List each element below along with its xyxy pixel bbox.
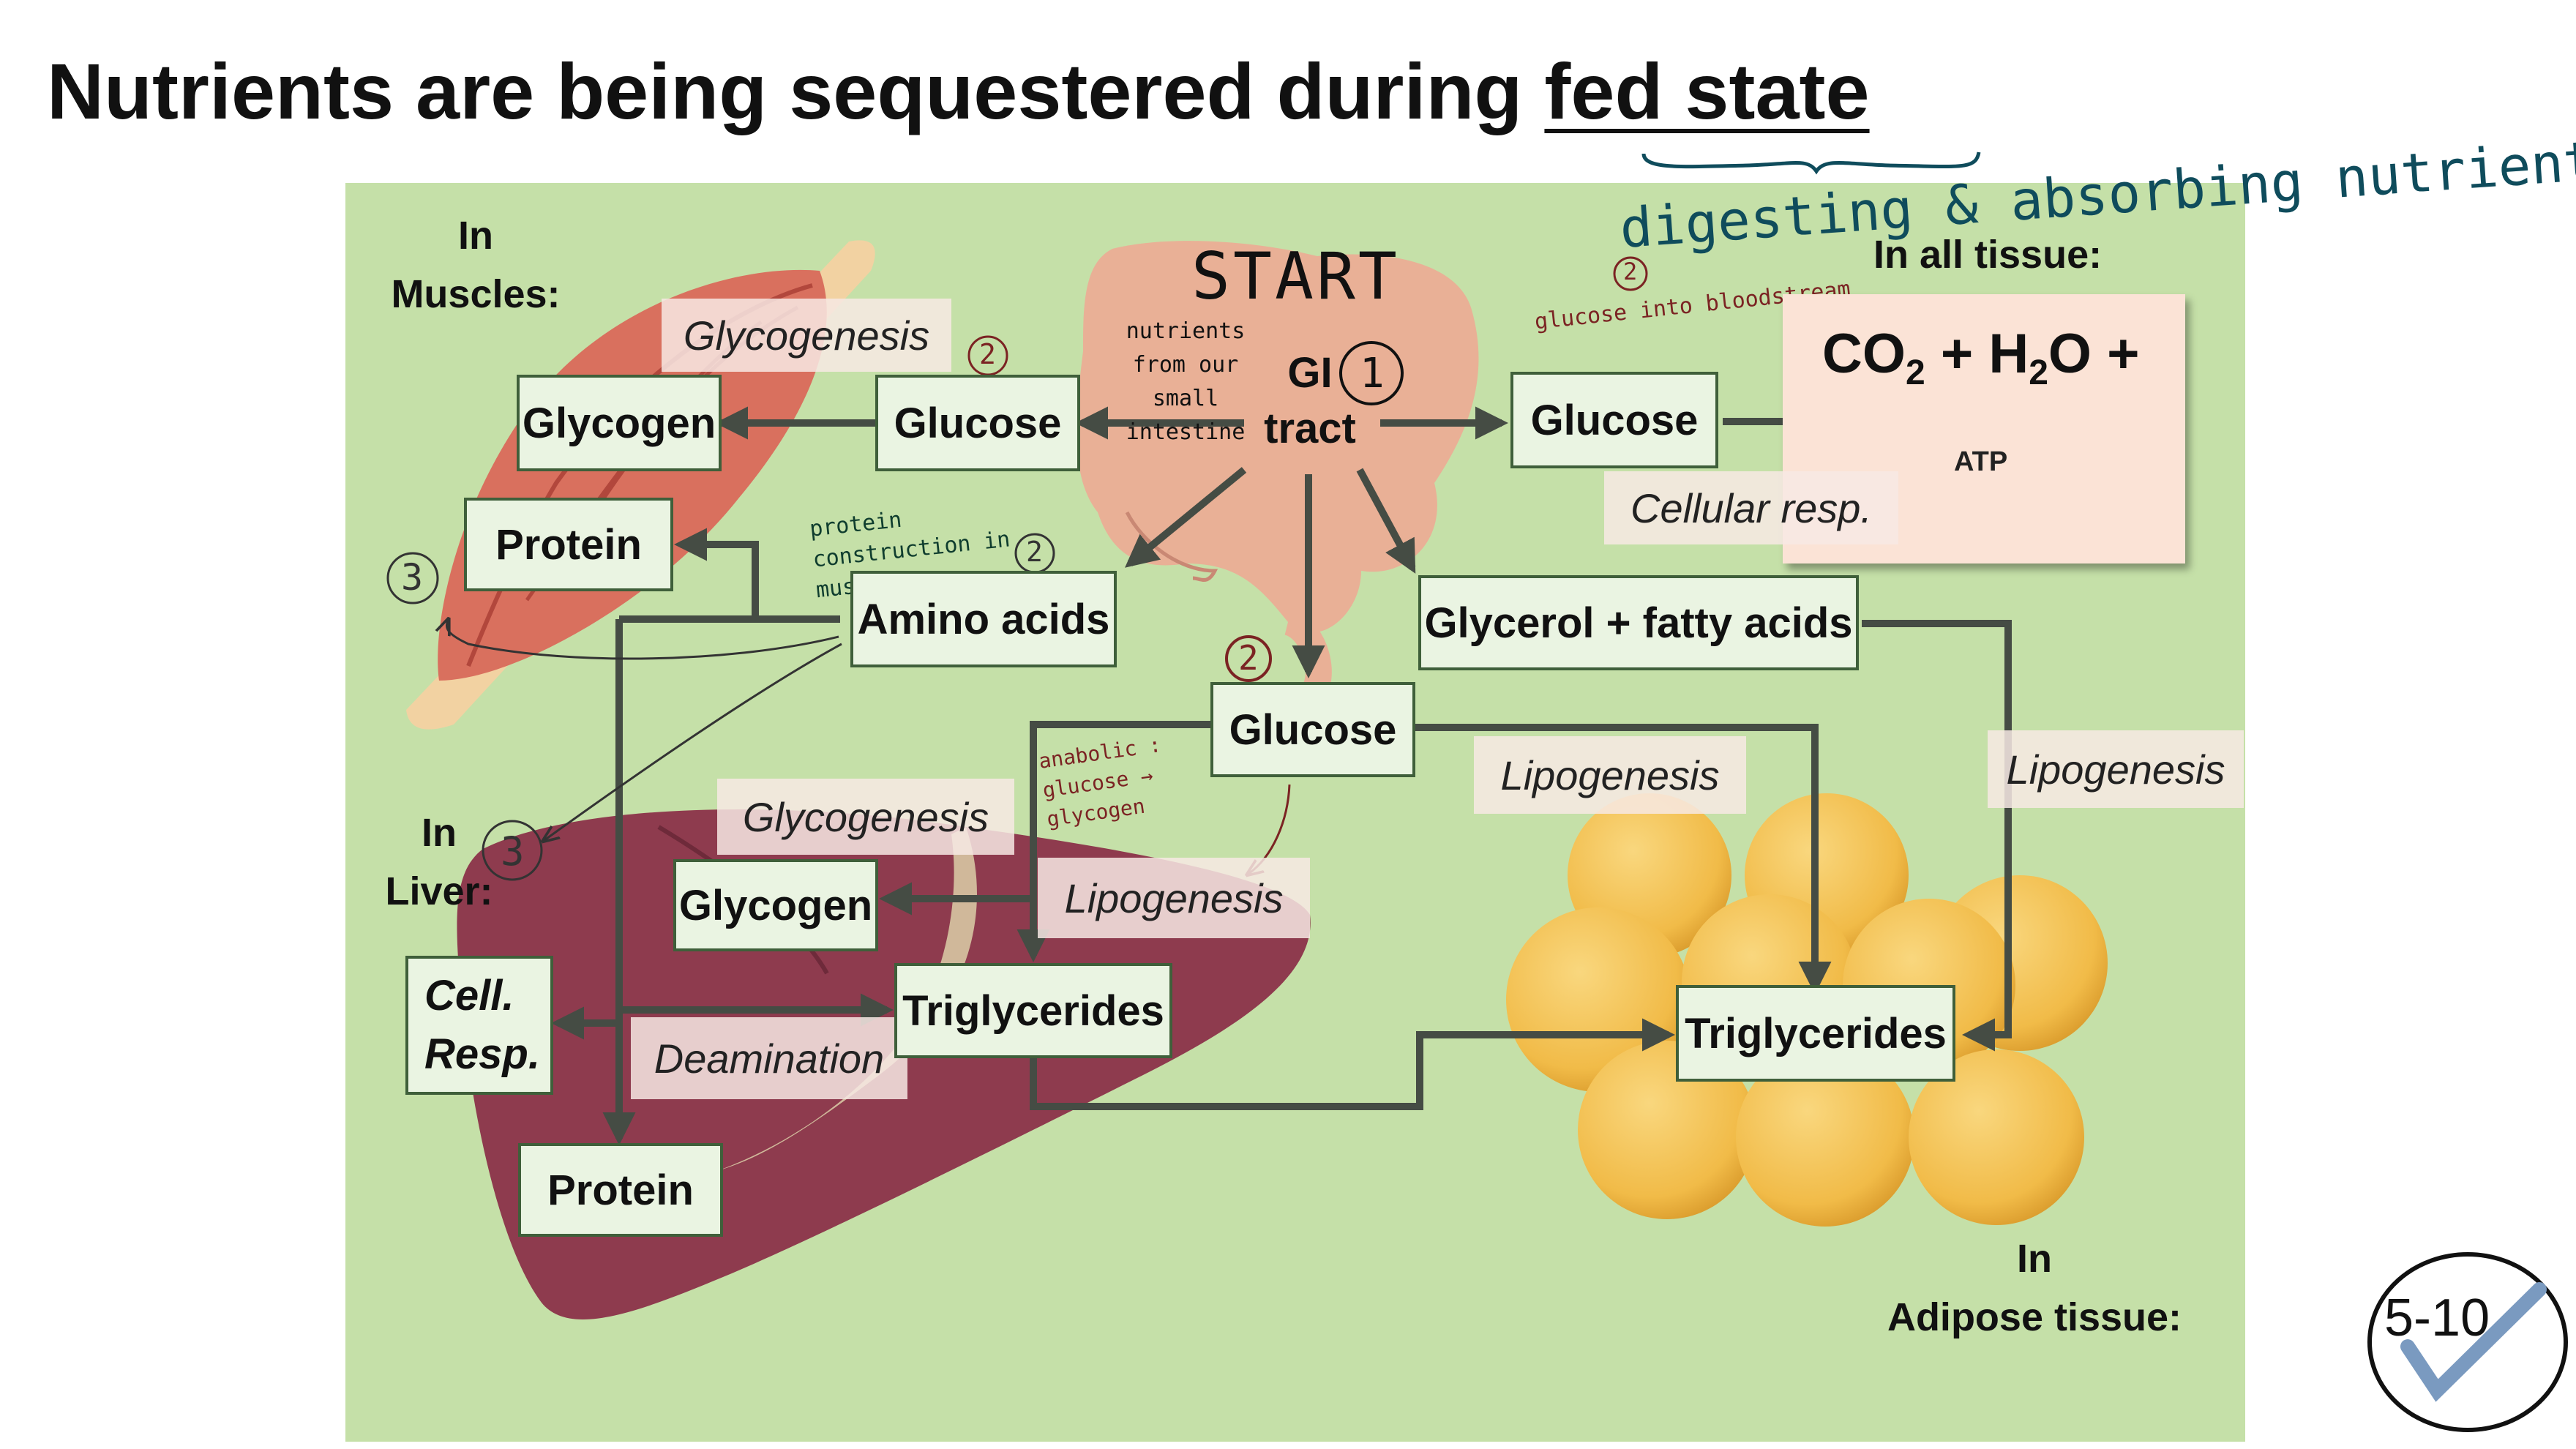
arrow-glucose-liver-to-triglycerides-liver (1016, 721, 1210, 962)
step2-amino: 2 (1026, 536, 1043, 568)
hand-arrow-to-muscle (446, 621, 839, 660)
process-deamination: Deamination (631, 1017, 907, 1099)
step2-glucose: 2 (1238, 638, 1259, 678)
page-title: Nutrients are being sequestered during f… (47, 45, 1870, 137)
step3-muscle: 3 (401, 556, 424, 599)
step3-liver: 3 (501, 828, 525, 875)
hand-arrows (386, 151, 1981, 989)
arrow-triglycerides-liver-to-adipose (1030, 1018, 1675, 1110)
arrow-gi-to-glycerol (1356, 468, 1416, 574)
node-protein-muscle: Protein (464, 498, 673, 591)
step2-bloodstream: 2 (1623, 258, 1638, 285)
node-cell-resp: Cell.Resp. (405, 956, 553, 1095)
process-lipogenesis-liver: Lipogenesis (1038, 858, 1310, 938)
node-protein-liver: Protein (518, 1143, 723, 1237)
step2-muscle: 2 (979, 338, 996, 370)
node-glycogen-muscle: Glycogen (517, 375, 722, 471)
progress-badge (2367, 1252, 2568, 1432)
node-amino-acids: Amino acids (850, 571, 1117, 667)
step1-circle (1339, 341, 1404, 405)
start-label: START (1191, 239, 1400, 314)
process-lipogenesis-center: Lipogenesis (1474, 736, 1746, 814)
respiration-equation: CO2 + H2O + (1822, 323, 2140, 393)
process-cellular-resp: Cellular resp. (1604, 471, 1898, 544)
arrow-glycerol-to-triglycerides-adipose (1862, 620, 2012, 1052)
node-glycerol-fatty-acids: Glycerol + fatty acids (1418, 575, 1859, 670)
hand-arrow-to-liver (544, 643, 842, 840)
badge-label: 5-10 (2384, 1289, 2490, 1347)
atp-label: ATP (1954, 446, 2008, 477)
arrow-gi-to-amino (1125, 467, 1247, 568)
process-glycogenesis-muscle: Glycogenesis (662, 299, 951, 372)
step1-label: 1 (1360, 350, 1385, 397)
node-glucose-muscle: Glucose (875, 375, 1080, 471)
node-glucose-tissue: Glucose (1510, 372, 1718, 468)
nutrients-note: nutrients from our small intestine (1126, 318, 1246, 445)
section-all-tissue: In all tissue: (1873, 233, 2103, 277)
step3-circle-muscle (386, 552, 439, 604)
step2-circle-bloodstream (1613, 256, 1648, 291)
process-lipogenesis-right: Lipogenesis (1988, 730, 2244, 808)
process-glycogenesis-liver: Glycogenesis (717, 779, 1014, 855)
title-underlined: fed state (1544, 47, 1870, 135)
node-triglycerides-adipose: Triglycerides (1676, 985, 1955, 1082)
step3-circle-liver (482, 820, 543, 881)
fed-state-brace (1641, 151, 1981, 175)
step2-circle-glucose (1225, 635, 1272, 682)
arrow-glucose-liver-to-triglycerides-adipose (1415, 724, 1832, 995)
node-triglycerides-liver: Triglycerides (894, 963, 1172, 1058)
node-glycogen-liver: Glycogen (673, 859, 878, 951)
node-glucose-liver: Glucose (1210, 682, 1415, 777)
title-main: Nutrients are being sequestered during (47, 47, 1545, 135)
